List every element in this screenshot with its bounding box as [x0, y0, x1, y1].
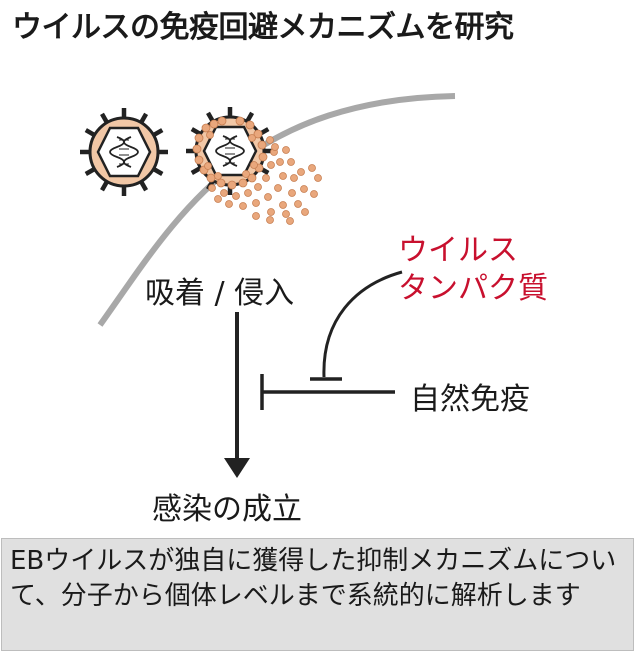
infection-arrow: [224, 312, 250, 478]
figure-title: ウイルスの免疫回避メカニズムを研究: [12, 10, 514, 45]
released-particles: [192, 116, 322, 225]
viral-protein-label-line2: タンパク質: [398, 271, 548, 306]
innate-immunity-inhibition: [260, 374, 395, 410]
viral-protein-inhibition: [310, 270, 403, 381]
infection-established-label: 感染の成立: [152, 492, 302, 527]
viral-protein-label-line1: ウイルス: [398, 233, 518, 268]
caption-box: EBウイルスが独自に獲得した抑制メカニズムについて、分子から個体レベルまで系統的…: [1, 538, 634, 651]
dna-helix-icon: [109, 136, 139, 168]
virus-particle-icon: [80, 108, 168, 196]
viral-protein-label: ウイルス タンパク質: [398, 232, 548, 308]
innate-immunity-label: 自然免疫: [410, 382, 530, 417]
virus-releasing-particles-icon: [186, 107, 322, 225]
adsorption-invasion-label: 吸着 / 侵入: [145, 276, 295, 311]
caption-text: EBウイルスが独自に獲得した抑制メカニズムについて、分子から個体レベルまで系統的…: [10, 546, 617, 611]
